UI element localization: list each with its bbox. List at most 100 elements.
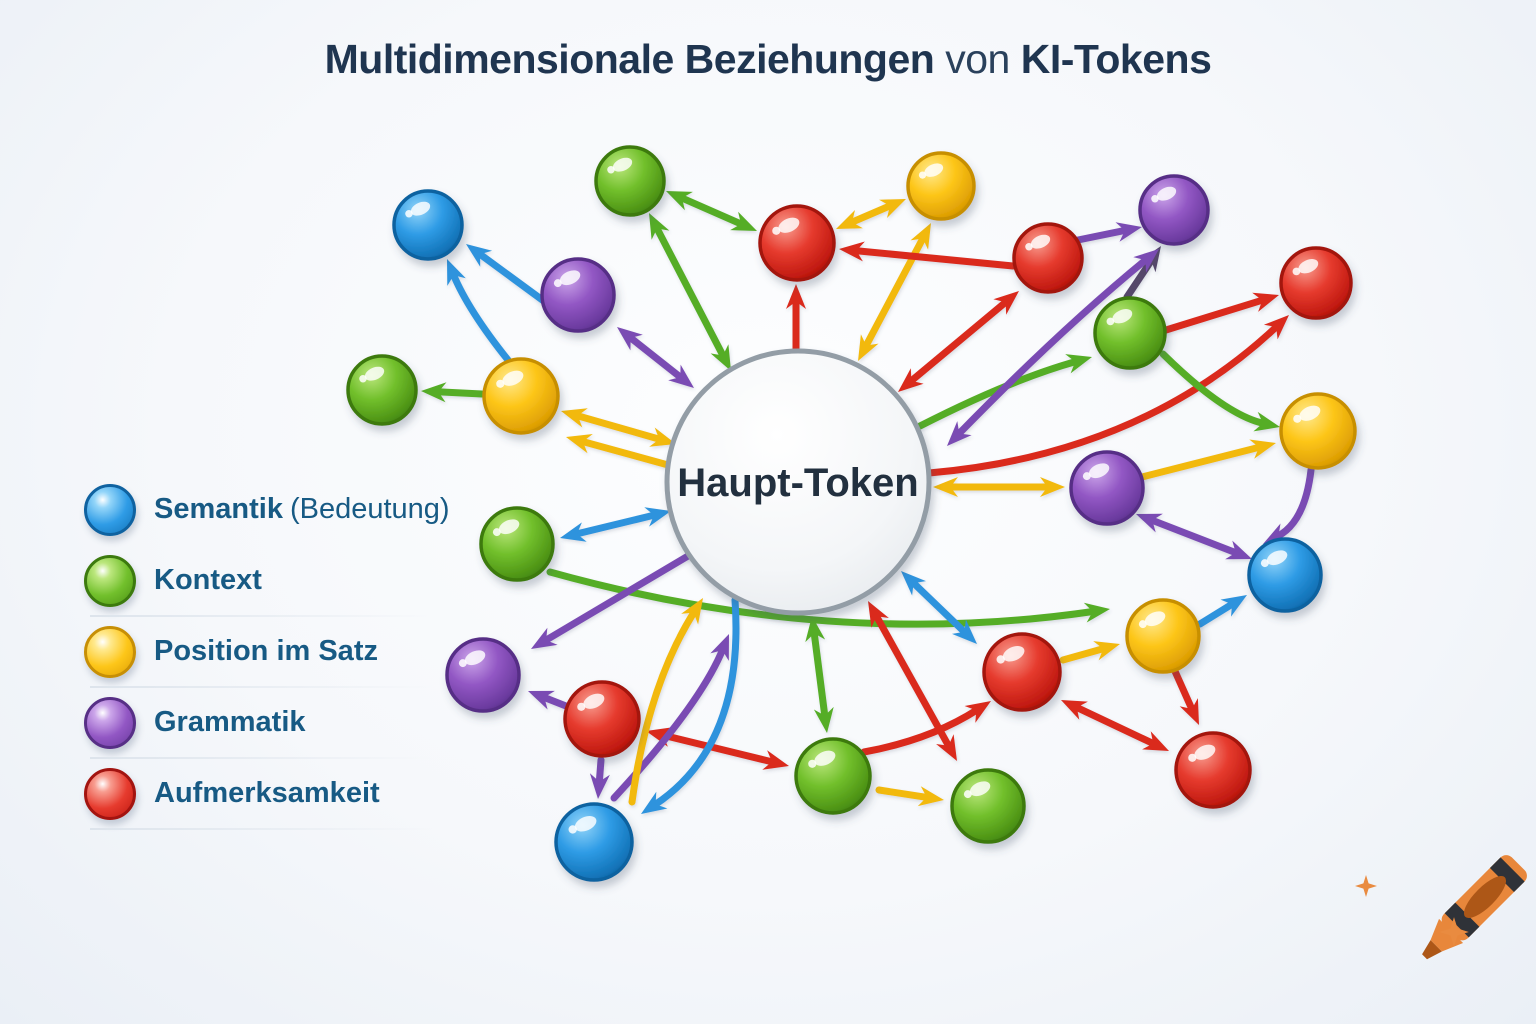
token-node-red: [982, 632, 1062, 712]
gloss-dot: [963, 790, 972, 799]
arrowhead-icon: [1225, 540, 1252, 560]
relation-arrow-red: [851, 247, 1017, 270]
sparkle-icon: [1439, 917, 1469, 947]
gloss-dot: [607, 166, 615, 174]
arrowhead-icon: [947, 421, 972, 446]
arrowhead-icon: [836, 210, 863, 229]
gloss-highlight: [1144, 611, 1166, 627]
crayon-logo: [1355, 855, 1527, 960]
arrowhead-icon: [786, 284, 806, 309]
token-node-green: [479, 506, 555, 582]
arrowhead-icon: [868, 601, 889, 628]
gloss-dot: [568, 825, 577, 834]
gloss-dot: [496, 379, 505, 388]
relation-arrows: [421, 191, 1315, 814]
token-node-purple: [445, 637, 521, 713]
gloss-highlight: [612, 157, 633, 172]
relation-arrow-red: [906, 297, 1011, 386]
token-node-red: [758, 204, 836, 282]
gloss-dot: [1151, 195, 1159, 203]
relation-arrow-blue: [1196, 600, 1237, 628]
legend-item-semantik: Semantik(Bedeutung): [84, 474, 464, 545]
arrowhead-icon: [666, 191, 693, 211]
arrowhead-icon: [644, 507, 671, 527]
gloss-dot: [1188, 753, 1197, 762]
relation-arrow-yellow: [875, 786, 932, 802]
gloss-highlight: [498, 519, 520, 535]
crayon-icon: [1422, 855, 1527, 960]
gloss-highlight: [924, 163, 944, 177]
arrowhead-icon: [762, 750, 789, 770]
token-node-blue: [554, 802, 634, 882]
arrowhead-icon: [649, 213, 670, 240]
gloss-highlight: [583, 693, 605, 709]
gloss-dot: [1260, 559, 1269, 568]
green-token-icon: [84, 554, 136, 607]
gloss-highlight: [1156, 186, 1177, 201]
gloss-highlight: [1298, 259, 1319, 274]
relation-arrow-blue: [909, 578, 969, 637]
token-node-red: [1012, 222, 1084, 294]
arrowhead-icon: [1263, 315, 1289, 340]
token-node-purple: [1138, 174, 1210, 246]
token-node-red: [563, 680, 641, 758]
purple-token-icon: [84, 696, 136, 749]
arrowhead-icon: [936, 734, 957, 761]
token-node-red: [1279, 246, 1353, 320]
arrowhead-icon: [617, 327, 643, 351]
arrowhead-icon: [730, 211, 757, 231]
relation-arrow-green: [1159, 350, 1268, 428]
gloss-highlight: [574, 815, 597, 832]
relation-arrow-purple: [1074, 226, 1130, 244]
gloss-highlight: [1002, 645, 1025, 662]
relation-arrow-blue: [449, 270, 512, 364]
relation-arrow-green: [810, 628, 829, 721]
gloss-dot: [1138, 620, 1147, 629]
gloss-dot: [772, 226, 781, 235]
relation-arrow-blue: [651, 596, 740, 809]
token-node-green: [346, 354, 418, 426]
arrowhead-icon: [649, 427, 676, 447]
arrowhead-icon: [1065, 354, 1092, 374]
legend-label: Grammatik: [154, 706, 306, 738]
arrowhead-icon: [813, 706, 834, 733]
gloss-highlight: [814, 750, 836, 766]
relation-arrow-red: [925, 322, 1281, 477]
arrowhead-icon: [668, 364, 694, 388]
sparkle-icon: [1355, 875, 1377, 897]
arrowhead-icon: [839, 241, 865, 262]
arrowhead-icon: [710, 344, 731, 371]
token-node-green: [594, 145, 666, 217]
arrowhead-icon: [898, 368, 924, 392]
legend-item-position-im-satz: Position im Satz: [84, 616, 464, 688]
arrowhead-icon: [589, 773, 610, 799]
relation-arrow-red: [1170, 665, 1196, 714]
relation-arrow-red: [658, 731, 777, 766]
arrowhead-icon: [1179, 698, 1199, 725]
token-node-red: [1174, 731, 1252, 809]
token-node-yellow: [906, 151, 976, 221]
token-node-blue: [392, 189, 464, 261]
arrowhead-icon: [421, 382, 447, 403]
gloss-dot: [577, 702, 586, 711]
gloss-dot: [918, 171, 927, 179]
gloss-highlight: [969, 781, 991, 797]
token-node-blue: [1247, 537, 1323, 613]
arrowhead-icon: [910, 223, 931, 250]
red-token-icon: [84, 767, 136, 820]
gloss-highlight: [1030, 234, 1051, 249]
token-node-yellow: [482, 357, 560, 435]
arrowhead-icon: [1136, 513, 1163, 533]
arrowhead-icon: [1115, 222, 1142, 242]
token-node-purple: [1069, 450, 1145, 526]
arrowhead-icon: [466, 244, 493, 267]
relation-arrow-purple: [954, 255, 1150, 438]
gloss-highlight: [464, 650, 486, 666]
arrowhead-icon: [1040, 477, 1065, 497]
legend-label: Semantik(Bedeutung): [154, 493, 450, 525]
relation-arrow-purple: [1273, 466, 1315, 540]
arrowhead-icon: [1061, 700, 1088, 720]
gloss-dot: [1025, 243, 1033, 251]
title-part-2: KI-Tokens: [1020, 36, 1212, 82]
